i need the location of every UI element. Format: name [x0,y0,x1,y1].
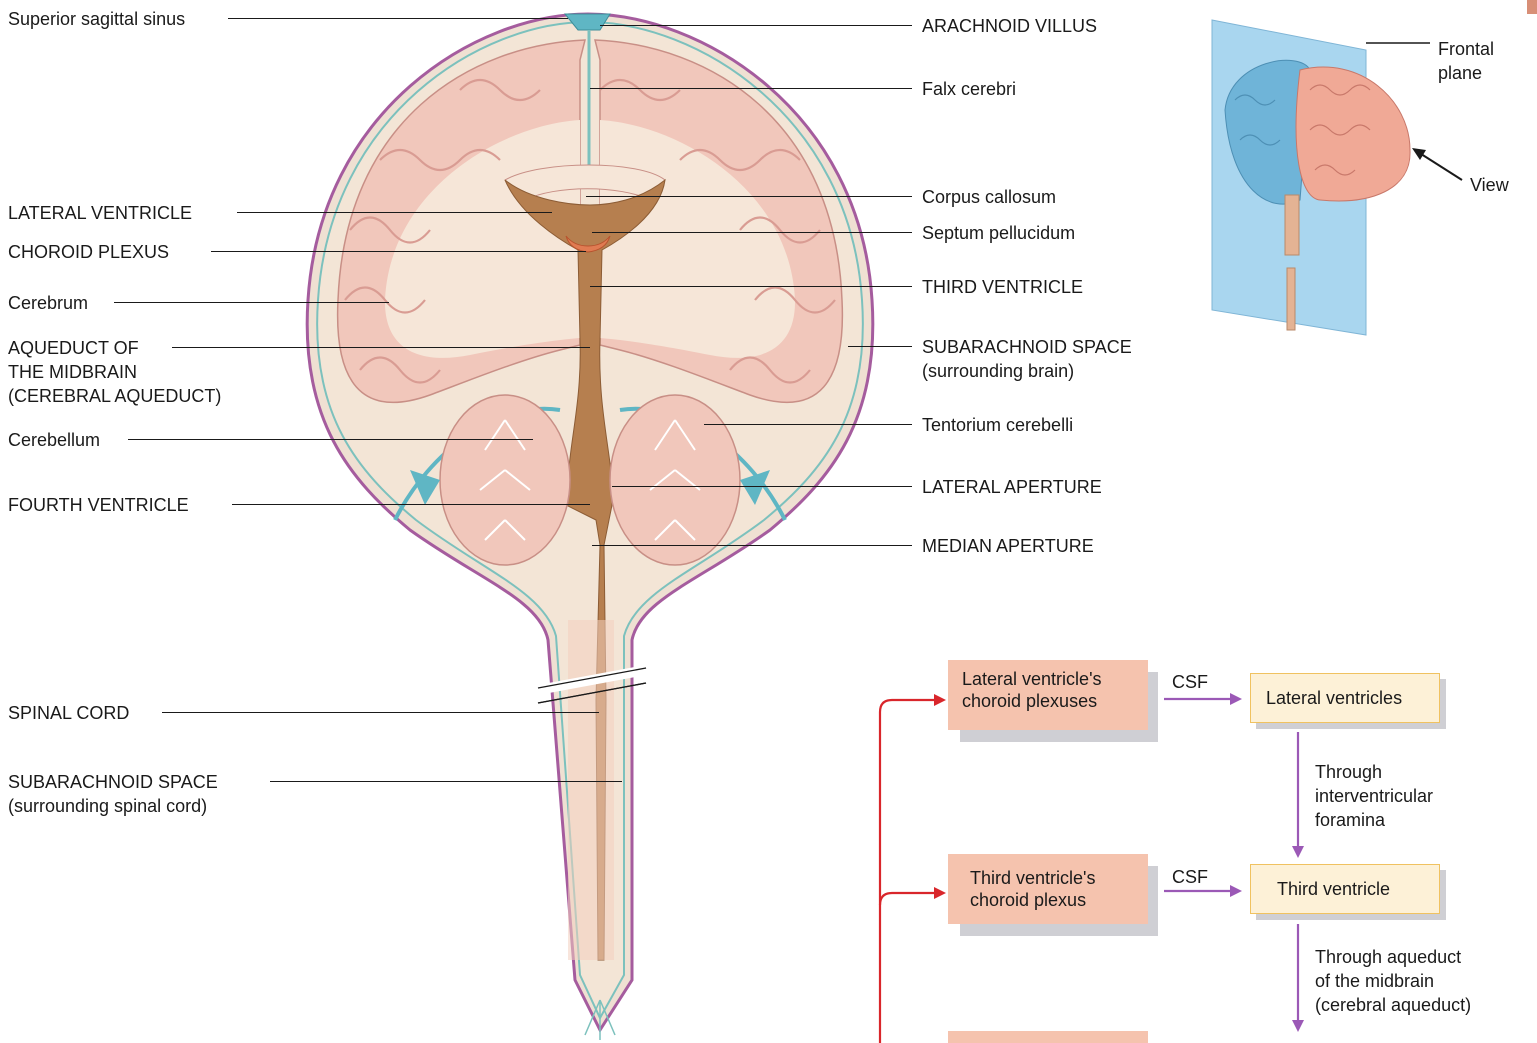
through1-line3: foramina [1315,809,1385,831]
through1-line2: interventricular [1315,785,1433,807]
red-return-line [880,700,936,1043]
box-third-ventricle: Third ventricle [1250,864,1446,920]
csf-label-2: CSF [1172,866,1208,888]
box3-line2: choroid plexus [970,889,1126,911]
box2-text: Lateral ventricles [1266,687,1424,709]
box3-line1: Third ventricle's [970,867,1126,889]
box-third-choroid-plexus: Third ventricle's choroid plexus [948,854,1160,936]
box4-text: Third ventricle [1277,878,1413,900]
through2-line1: Through aqueduct [1315,946,1461,968]
through1-line1: Through [1315,761,1382,783]
box1-line1: Lateral ventricle's [962,668,1134,690]
box-fourth-partial [948,1031,1148,1043]
through2-line2: of the midbrain [1315,970,1434,992]
through2-line3: (cerebral aqueduct) [1315,994,1471,1016]
box1-line2: choroid plexuses [962,690,1134,712]
csf-label-1: CSF [1172,671,1208,693]
box-lateral-choroid-plexuses: Lateral ventricle's choroid plexuses [948,660,1160,742]
box-lateral-ventricles: Lateral ventricles [1250,673,1446,729]
